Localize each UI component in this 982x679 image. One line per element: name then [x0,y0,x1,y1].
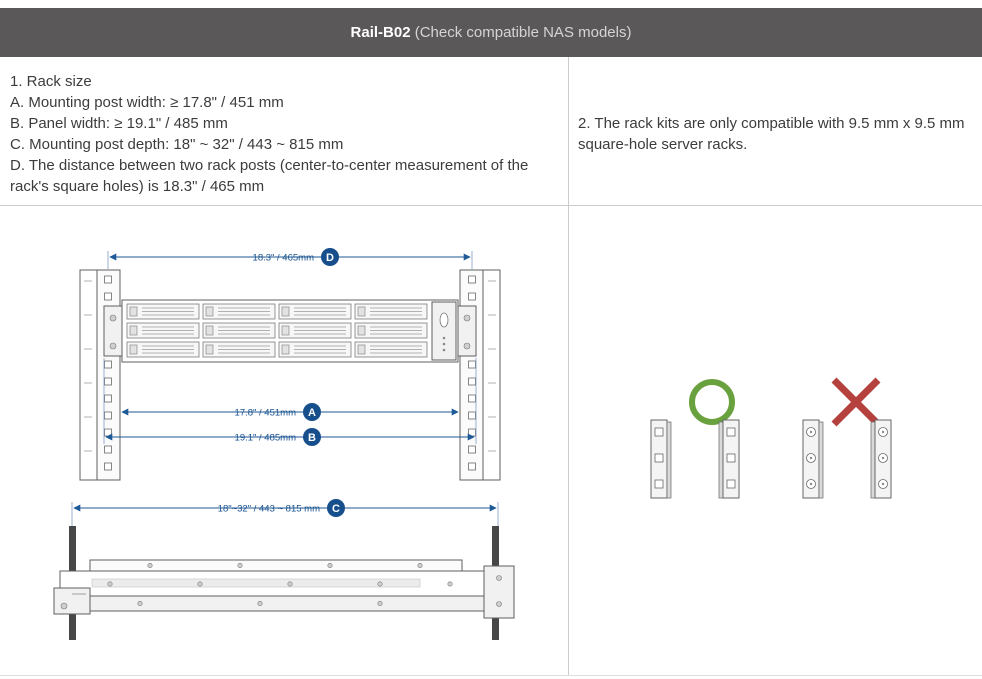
chassis-end-cap [431,301,457,361]
drive-tray [202,322,276,339]
dimension-c-label: 18"~32" / 443 ~ 815 mm [218,504,320,515]
svg-text:D: D [326,252,334,264]
dimension-b-badge: B [303,428,321,446]
dimension-d-label: 18.3" / 465mm [253,253,315,264]
dimension-a-badge: A [303,403,321,421]
nas-chassis-front [103,299,477,363]
front-mount-bracket [53,587,91,615]
hole-compatibility-diagram [650,377,892,499]
page-title: Rail-B02 (Check compatible NAS models) [351,24,632,41]
rack-spec-a: A. Mounting post width: ≥ 17.8" / 451 mm [10,94,284,111]
drive-tray [354,303,428,320]
correct-circle-icon [689,379,735,425]
dimension-c: 18"~32" / 443 ~ 815 mm C [71,499,499,526]
horizontal-divider [0,205,982,206]
dimension-d: 18.3" / 465mm D [107,248,473,269]
svg-text:C: C [332,503,340,515]
dimension-c-badge: C [327,499,345,517]
dimension-b: 19.1" / 485mm B [103,358,477,446]
drive-tray [202,303,276,320]
rack-spec-c: C. Mounting post depth: 18" ~ 32" / 443 … [10,136,344,153]
rail-side-view [53,526,515,640]
square-hole-post-right [718,419,740,499]
round-hole-example [802,377,892,499]
dimension-a-label: 17.8" / 451mm [235,408,297,419]
drive-tray [278,322,352,339]
round-hole-post-right [870,419,892,499]
rack-dimension-diagram: 18.3" / 465mm D [53,248,515,640]
square-hole-example [650,379,740,499]
drive-tray [354,341,428,358]
dimension-d-badge: D [321,248,339,266]
square-hole-post-left [650,419,672,499]
dimension-b-label: 19.1" / 485mm [235,433,297,444]
drive-bay-grid [126,303,428,358]
header-bar: Rail-B02 (Check compatible NAS models) [0,8,982,57]
model-name: Rail-B02 [350,24,411,41]
svg-text:A: A [308,407,316,419]
drive-tray [126,341,200,358]
drive-tray [278,341,352,358]
svg-text:B: B [308,432,316,444]
round-hole-post-left [802,419,824,499]
rack-size-section: 1. Rack size A. Mounting post width: ≥ 1… [10,71,550,197]
drive-tray [126,322,200,339]
rack-spec-d: D. The distance between two rack posts (… [10,157,529,195]
left-rack-post [79,269,121,481]
rack-spec-b: B. Panel width: ≥ 19.1" / 485 mm [10,115,228,132]
incorrect-x-icon [831,377,881,427]
compatibility-note: 2. The rack kits are only compatible wit… [578,115,965,153]
rear-mount-bracket [483,565,515,619]
rail-assembly [53,559,515,619]
vertical-divider [568,57,569,676]
bottom-border [0,675,982,676]
right-rack-post [459,269,501,481]
rack-size-title: 1. Rack size [10,73,92,90]
drive-tray [126,303,200,320]
drive-tray [354,322,428,339]
model-note: (Check compatible NAS models) [410,24,632,41]
drive-tray [278,303,352,320]
dimension-a: 17.8" / 451mm A [121,403,459,421]
drive-tray [202,341,276,358]
